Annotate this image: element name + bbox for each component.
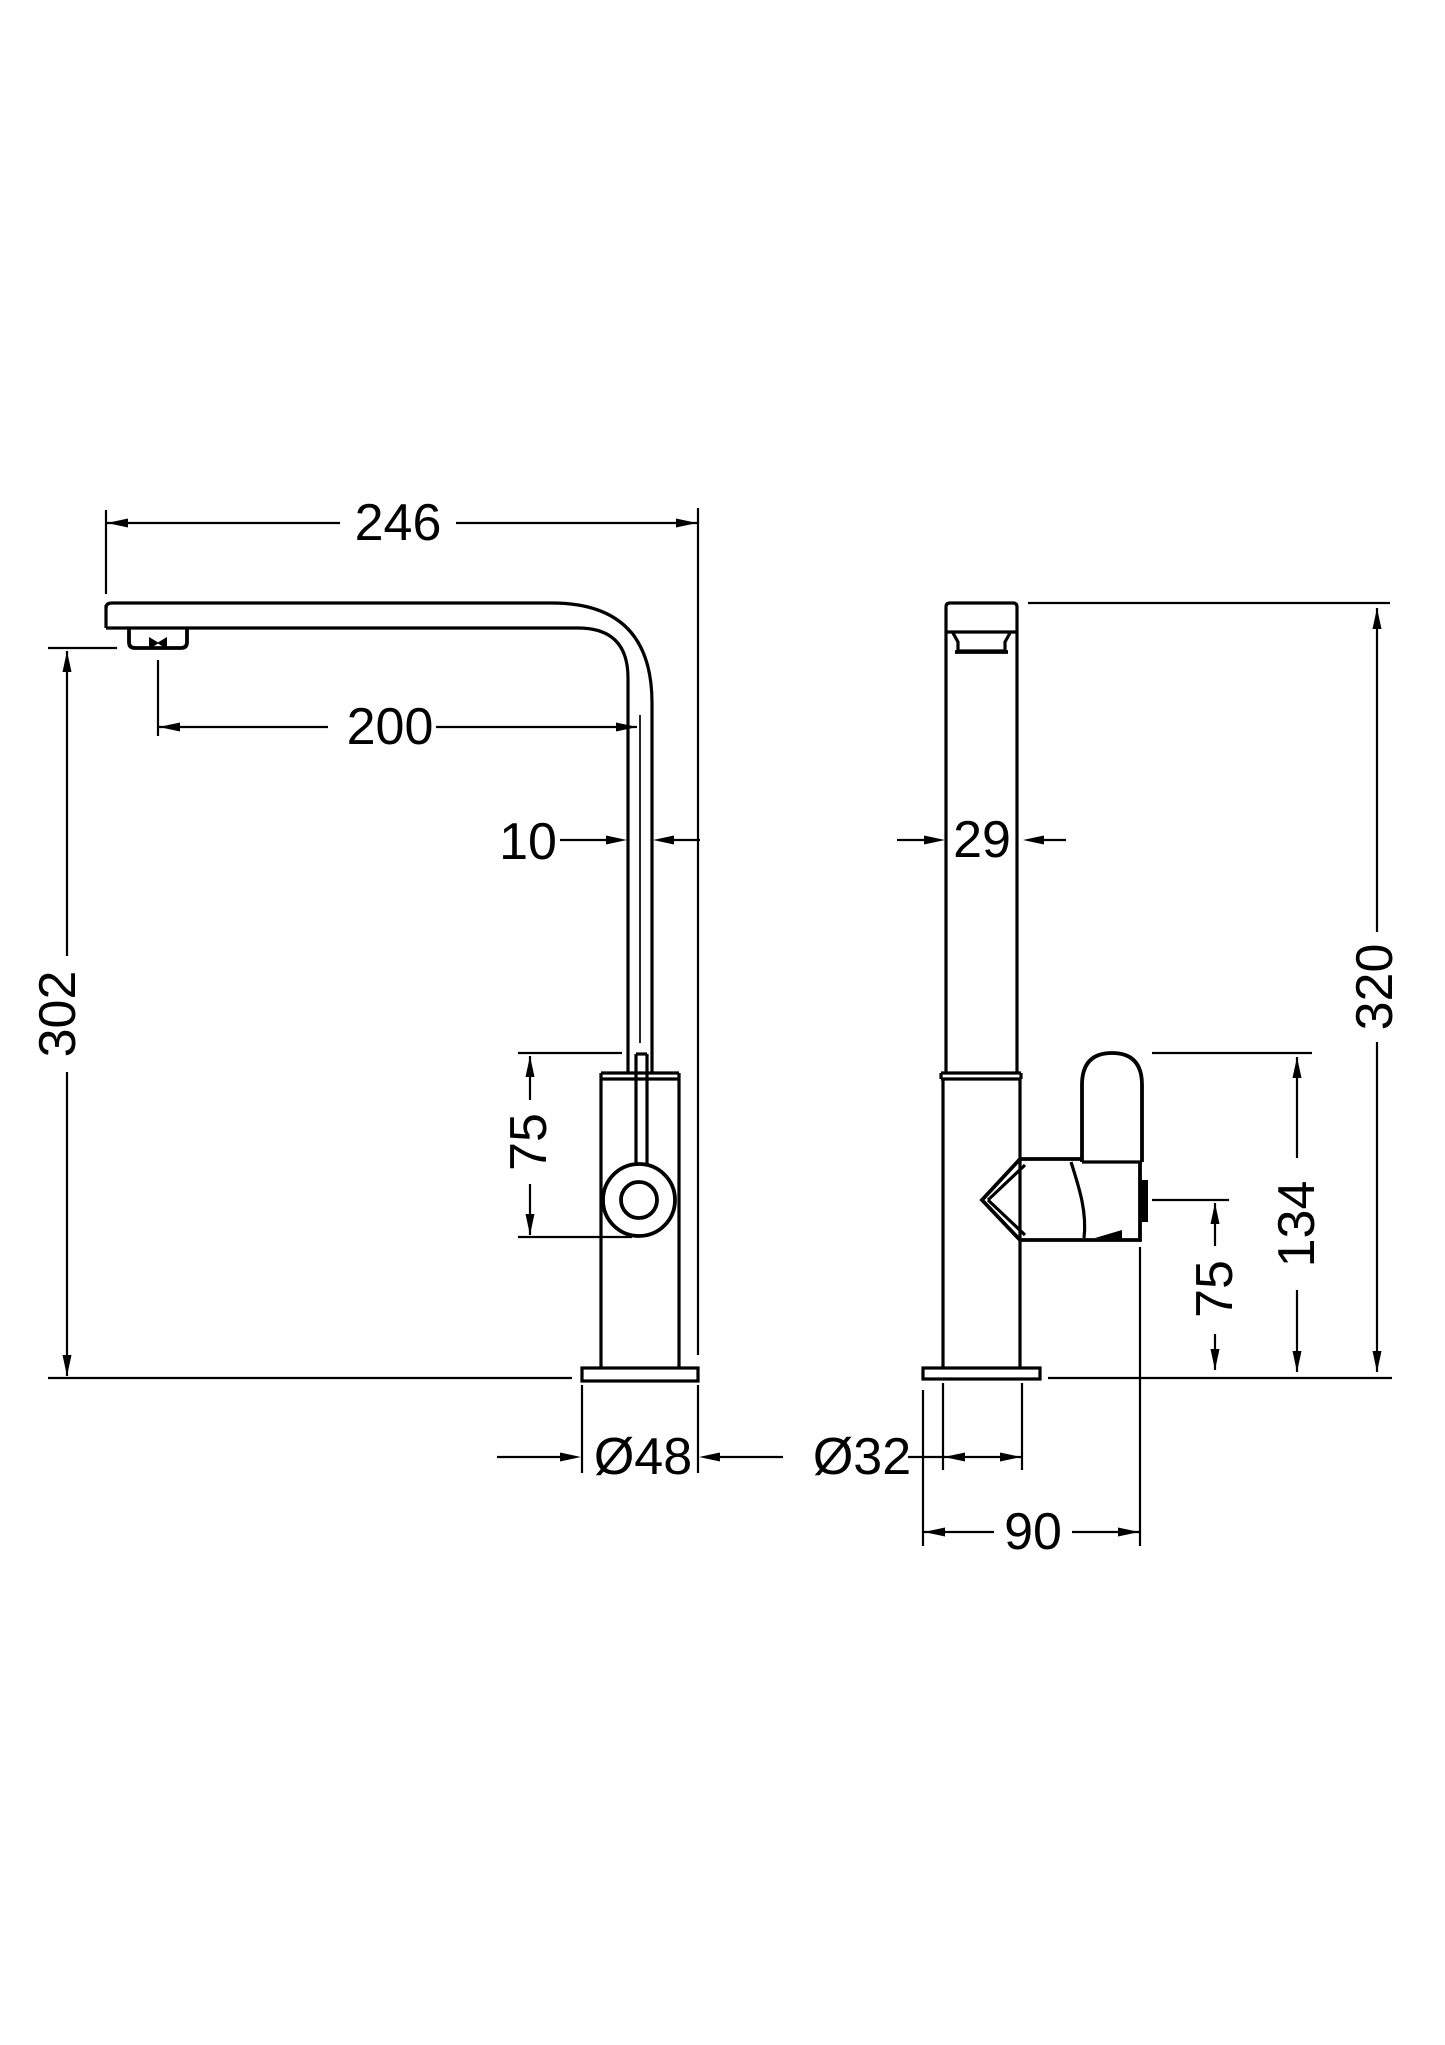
dim-label-10: 10 — [499, 813, 557, 871]
spout-top-edge — [104, 601, 654, 1073]
arrowhead-up — [1292, 1057, 1302, 1078]
dim-label-75-front: 75 — [1186, 1260, 1244, 1318]
arrowhead-down — [1292, 1351, 1302, 1372]
dim-handle-top-height: 134 — [1152, 1051, 1326, 1372]
arrowhead-down — [1372, 1351, 1382, 1372]
arrowhead-right — [1000, 1452, 1021, 1462]
spout-bottom-edge — [106, 626, 630, 1073]
arrowhead-right — [616, 722, 637, 732]
knob-inner-circle — [619, 1180, 659, 1220]
dim-body-diameter: Ø32 — [813, 1383, 1024, 1486]
valve-knob — [601, 1162, 677, 1238]
arrowhead-down — [1210, 1349, 1220, 1370]
dimensions: 246 200 10 302 — [29, 494, 1404, 1561]
arrowhead-up — [525, 1056, 535, 1077]
front-body — [939, 1071, 1023, 1368]
arrowhead-left — [107, 518, 128, 528]
lever-bottom-detail — [1095, 1230, 1122, 1239]
handle — [979, 1051, 1148, 1242]
side-base-plate — [580, 1366, 700, 1383]
arrowhead-right — [1118, 1527, 1139, 1537]
dim-label-320: 320 — [1346, 944, 1404, 1031]
spout-outline — [104, 601, 654, 1073]
arrowhead-left — [699, 1452, 720, 1462]
dim-overall-height: 320 — [1028, 601, 1404, 1380]
column-outline — [944, 601, 1019, 1073]
arrowhead-right — [924, 835, 945, 845]
aerator-symbol-left — [149, 637, 159, 649]
arrowhead-right — [560, 1452, 581, 1462]
dim-cartridge-depth: 75 — [500, 1051, 632, 1239]
valve-stem — [634, 1052, 649, 1164]
lever-block — [979, 1157, 1142, 1242]
dim-label-246: 246 — [355, 494, 442, 552]
lever-front-curve — [1069, 1161, 1087, 1239]
arrowhead-right — [606, 835, 627, 845]
dim-handle-pivot-height: 75 — [1152, 1198, 1244, 1370]
arrowhead-left — [1023, 835, 1044, 845]
lever-chamfer-inner-top — [986, 1163, 1027, 1202]
arrowhead-up — [1372, 608, 1382, 629]
side-view — [104, 601, 700, 1383]
lever-chamfer-inner-bottom — [986, 1198, 1027, 1237]
dim-label-32: Ø32 — [813, 1428, 911, 1486]
dim-label-29: 29 — [953, 811, 1011, 869]
dim-label-90: 90 — [1004, 1503, 1062, 1561]
dim-overall-reach: 246 — [104, 494, 700, 1355]
dim-handle-projection: 90 — [921, 1247, 1142, 1561]
arrowhead-up — [1210, 1203, 1220, 1224]
dim-spout-height: 302 — [29, 646, 572, 1380]
dim-label-48: Ø48 — [594, 1428, 692, 1486]
arrowhead-left — [924, 1527, 945, 1537]
dim-label-75-side: 75 — [500, 1113, 558, 1171]
knob-outer-circle — [601, 1162, 677, 1238]
arrowhead-left — [944, 1452, 965, 1462]
dim-label-302: 302 — [29, 971, 87, 1058]
arrowhead-right — [676, 518, 697, 528]
handle-grip — [1080, 1051, 1144, 1162]
arrowhead-left — [653, 835, 674, 845]
front-base-plate — [921, 1366, 1042, 1381]
aerator-symbol-right — [157, 637, 167, 649]
dim-label-200: 200 — [347, 698, 434, 756]
aerator-housing — [127, 628, 189, 650]
dim-tube-width: 10 — [499, 813, 700, 871]
arrowhead-up — [62, 651, 72, 672]
dim-label-134: 134 — [1268, 1181, 1326, 1268]
arrowhead-down — [525, 1214, 535, 1235]
front-view — [921, 601, 1148, 1381]
aerator — [127, 628, 189, 650]
front-aerator-collar — [951, 632, 1012, 653]
handle-side-tab — [1140, 1180, 1148, 1222]
front-spout-column — [944, 601, 1019, 1073]
dim-spout-reach: 200 — [156, 660, 637, 756]
side-body — [599, 1071, 681, 1368]
dim-column-width: 29 — [897, 811, 1066, 869]
dim-base-diameter: Ø48 — [497, 1385, 783, 1486]
arrowhead-down — [62, 1355, 72, 1376]
arrowhead-left — [159, 722, 180, 732]
